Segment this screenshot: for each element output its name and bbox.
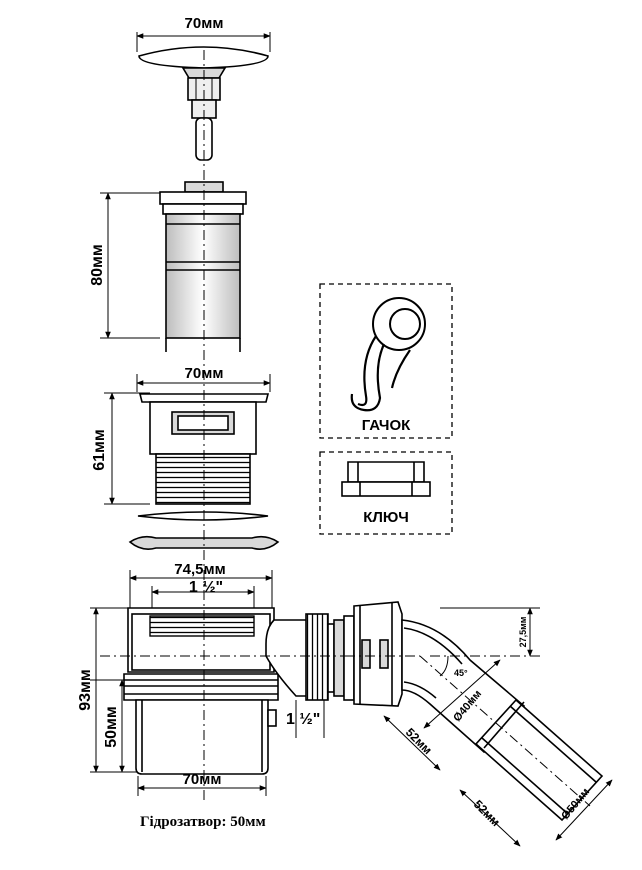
dim-cartridge-height: 80мм — [89, 244, 106, 285]
hook-tool-box: ГАЧОК — [319, 283, 453, 439]
cartridge: 80мм — [89, 181, 247, 352]
dim-thread-top: 1 ½" — [189, 579, 223, 596]
key-label: КЛЮЧ — [363, 509, 409, 526]
dim-body-height-total: 93мм — [77, 669, 94, 710]
trap-top-dimensions: 74,5мм 1 ½" — [129, 561, 273, 612]
water-seal-caption: Гідрозатвор: 50мм — [140, 814, 266, 830]
dim-bottom-width: 70мм — [183, 771, 222, 788]
trap-body: 93мм 50мм 70мм 1 ½" — [77, 607, 355, 796]
hook-label: ГАЧОК — [362, 417, 411, 434]
drain-body: 70мм 61мм — [91, 365, 280, 550]
dim-drain-height: 61мм — [91, 429, 108, 470]
dim-flange-width: 74,5мм — [174, 561, 225, 578]
dim-offset-height: 27,5мм — [518, 616, 528, 647]
dim-stopper-width: 70мм — [185, 15, 224, 32]
dim-angle: 45° — [454, 668, 468, 678]
dim-body-height-lower: 50мм — [103, 706, 120, 747]
dim-outlet-length-2: 52мм — [471, 797, 503, 829]
key-tool-box: КЛЮЧ — [319, 451, 453, 535]
dim-outlet-thread: 1 ½" — [286, 711, 320, 728]
dim-outlet-length-1: 52мм — [403, 725, 435, 757]
